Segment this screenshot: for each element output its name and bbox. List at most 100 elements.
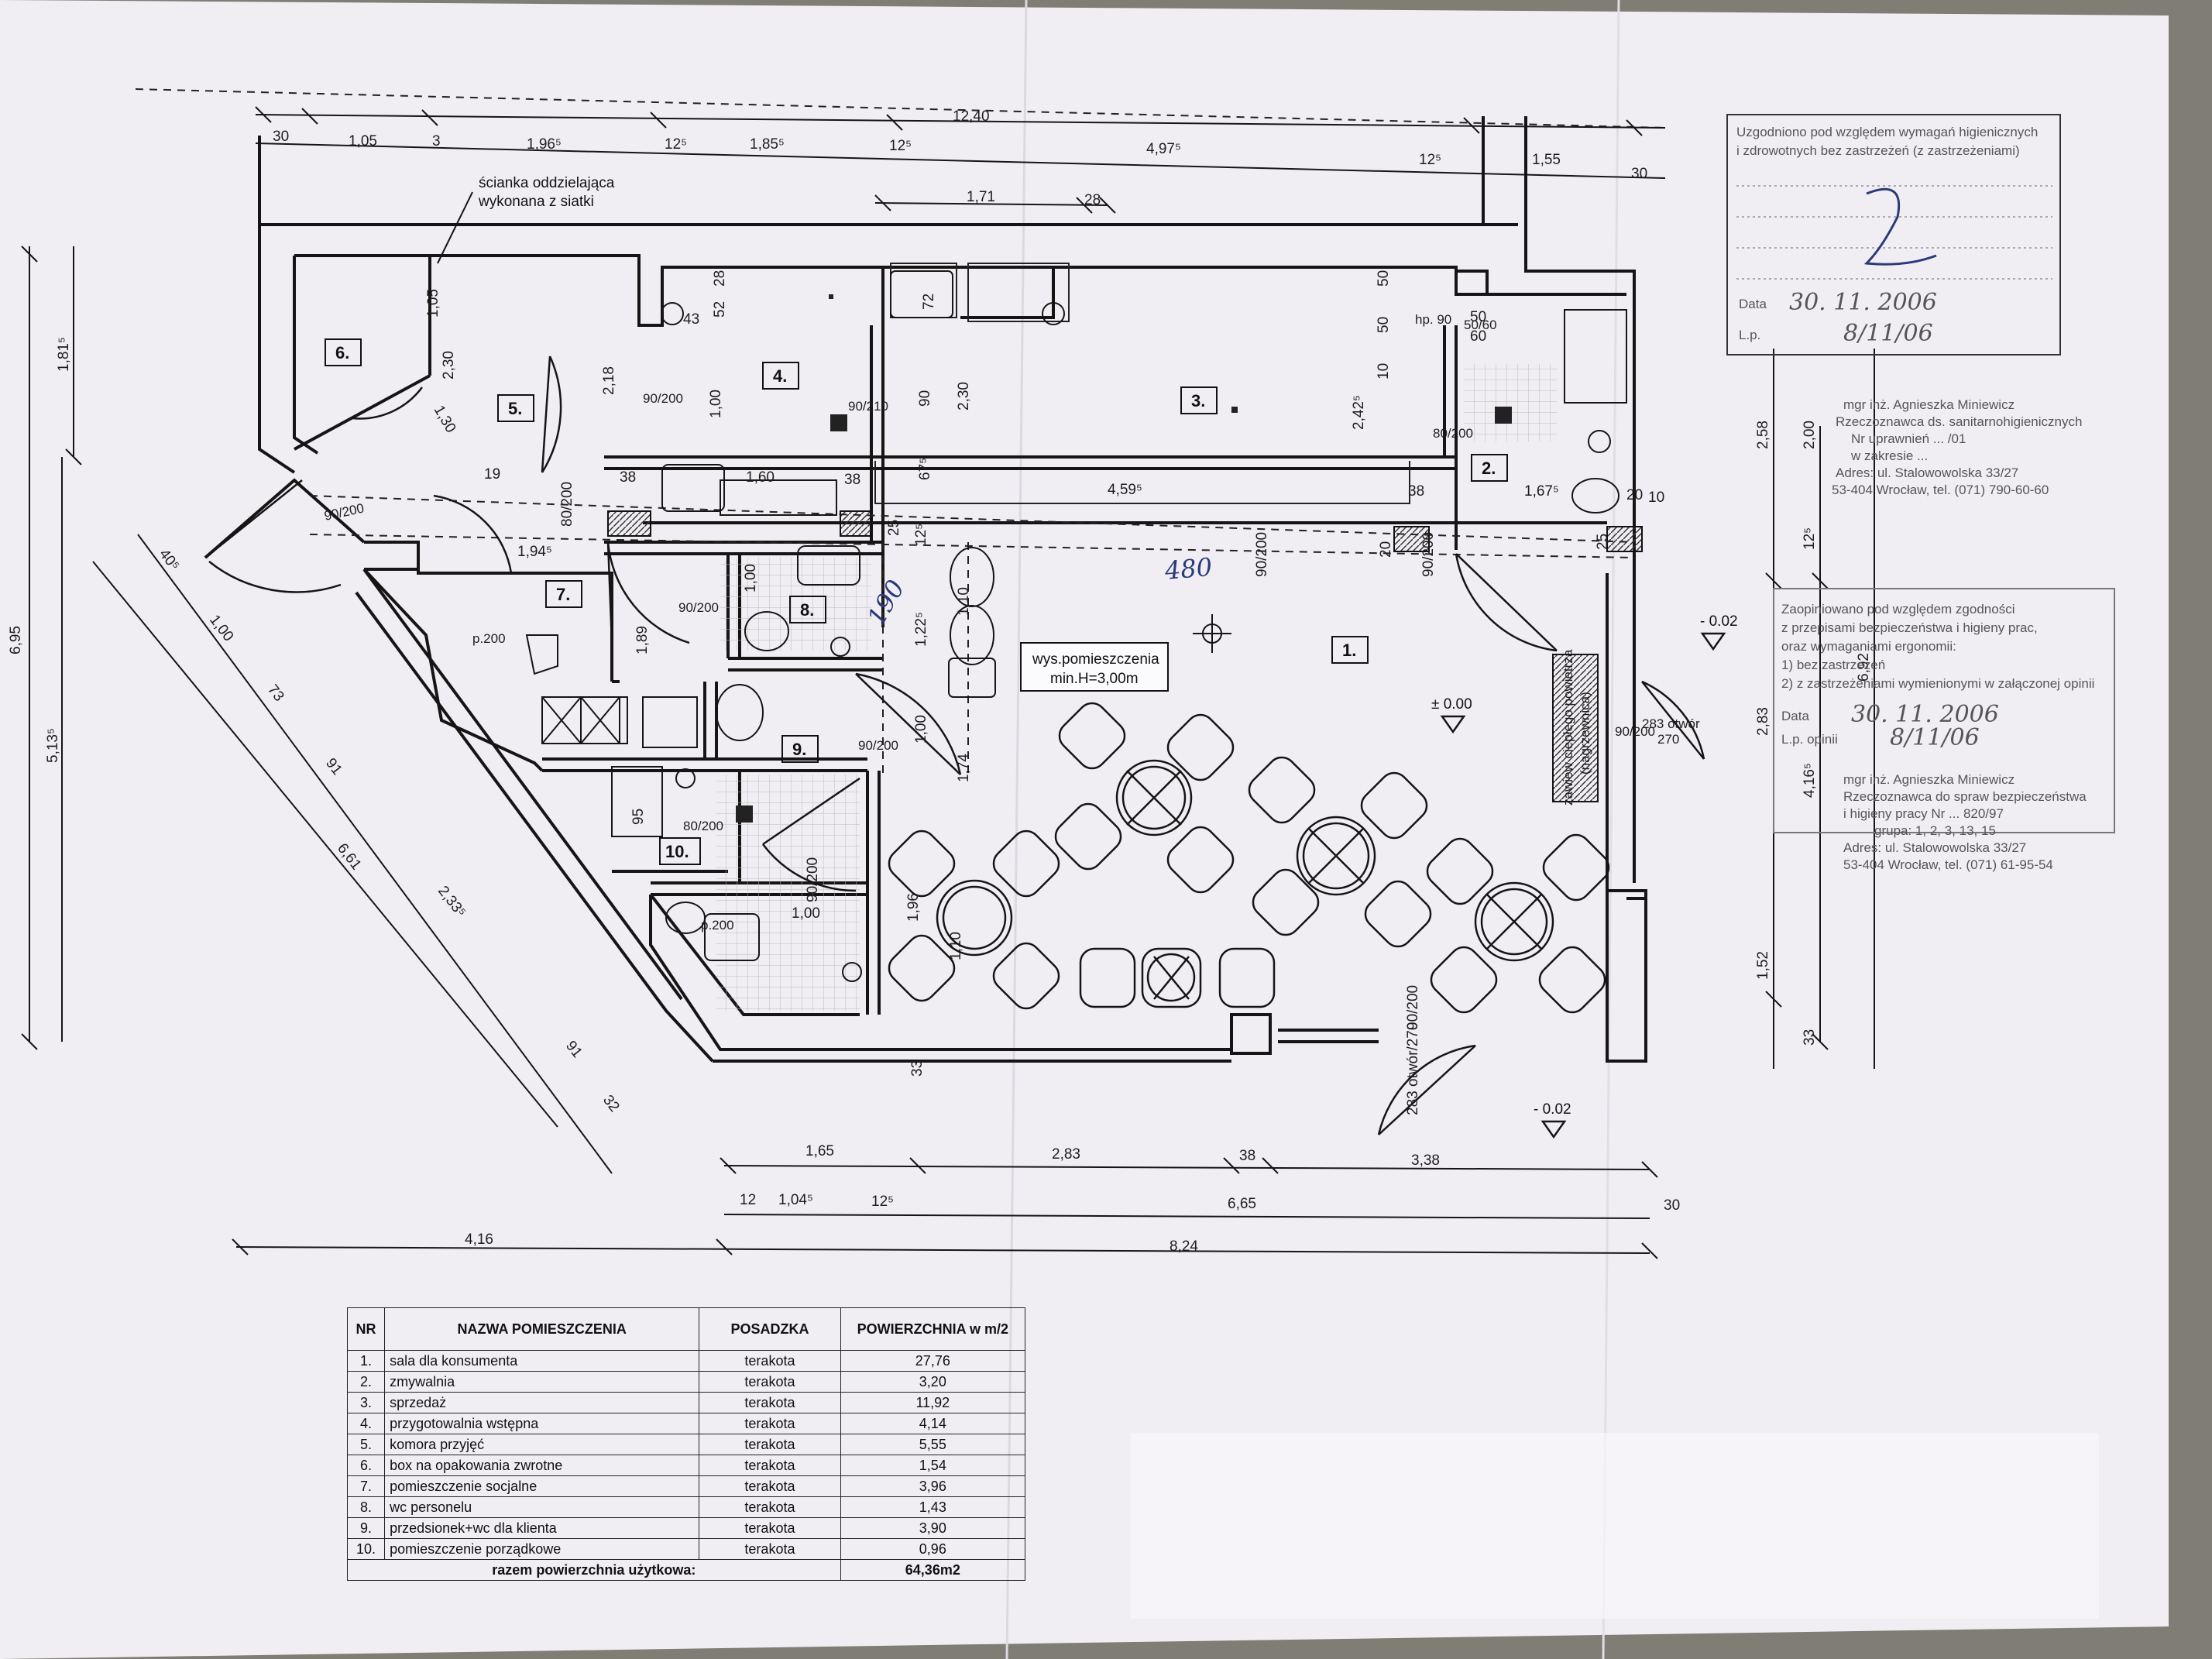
air-curtain-box [1552, 654, 1599, 802]
room-5-label: 5. [508, 399, 522, 418]
svg-text:1,10: 1,10 [948, 932, 964, 960]
svg-text:90/200: 90/200 [858, 738, 898, 753]
svg-text:5,13⁵: 5,13⁵ [45, 728, 61, 763]
svg-text:1,60: 1,60 [746, 469, 775, 486]
svg-text:1,05: 1,05 [425, 289, 441, 318]
stamp-scribble [1863, 187, 1937, 266]
svg-text:53-404 Wrocław, tel. (071) 61-: 53-404 Wrocław, tel. (071) 61-95-54 [1843, 857, 2053, 872]
svg-text:2,58: 2,58 [1755, 421, 1771, 449]
svg-text:grupa: 1, 2, 3, 13, 15: grupa: 1, 2, 3, 13, 15 [1874, 823, 1996, 838]
svg-text:12: 12 [740, 1192, 756, 1208]
svg-text:6,95: 6,95 [8, 626, 24, 654]
room-3-label: 3. [1191, 391, 1205, 410]
svg-text:min.H=3,00m: min.H=3,00m [1050, 671, 1139, 687]
svg-text:80/200: 80/200 [683, 819, 723, 833]
svg-text:6,65: 6,65 [1228, 1196, 1256, 1212]
fixtures [525, 270, 1627, 982]
svg-text:2,30: 2,30 [441, 351, 457, 380]
svg-text:Adres: ul. Stalowowolska 33/27: Adres: ul. Stalowowolska 33/27 [1843, 840, 2026, 855]
svg-text:8/11/06: 8/11/06 [1843, 320, 1933, 347]
svg-text:10: 10 [1648, 489, 1664, 506]
svg-text:Data: Data [1739, 297, 1767, 311]
svg-text:90/210: 90/210 [848, 399, 888, 414]
room-2-label: 2. [1482, 459, 1496, 478]
inner-dimension-labels: 1,60 38 4,59⁵ 38 1,67⁵ 20 10 1,94⁵ 1,00 … [425, 270, 1664, 1077]
svg-text:1,00: 1,00 [743, 564, 759, 592]
shower-labels: p.200 p.200 [472, 631, 734, 933]
room-labels: 1. 2. 3. 4. 5. 6. 7. 8. 9. 10. [325, 338, 1508, 865]
svg-text:12⁵: 12⁵ [871, 1194, 894, 1210]
furniture [888, 702, 1610, 1014]
room-7-label: 7. [556, 585, 570, 604]
approval-stamp-hygiene: Uzgodniono pod względem wymagań higienic… [1726, 114, 2082, 497]
svg-text:Nr uprawnień ... /01: Nr uprawnień ... /01 [1851, 431, 1966, 446]
svg-text:90/200: 90/200 [643, 391, 683, 406]
svg-text:2,83: 2,83 [1052, 1146, 1080, 1163]
col-nr: NR [346, 1307, 386, 1351]
svg-text:52: 52 [712, 301, 728, 318]
svg-text:wys.pomieszczenia: wys.pomieszczenia [1032, 651, 1159, 668]
svg-text:4,16⁵: 4,16⁵ [1802, 763, 1818, 798]
svg-text:10: 10 [1376, 363, 1392, 380]
svg-text:1) bez zastrzeżeń: 1) bez zastrzeżeń [1781, 658, 1885, 672]
col-area: POWIERZCHNIA w m/2 [840, 1307, 1026, 1351]
svg-text:± 0.00: ± 0.00 [1431, 696, 1472, 713]
svg-text:i zdrowotnych bez zastrzeżeń (: i zdrowotnych bez zastrzeżeń (z zastrzeż… [1736, 143, 2020, 158]
svg-text:L.p. opinii: L.p. opinii [1781, 732, 1838, 747]
svg-text:Uzgodniono pod względem wymaga: Uzgodniono pod względem wymagań higienic… [1736, 125, 2038, 139]
room-legend-table: NR NAZWA POMIESZCZENIA POSADZKA POWIERZC… [346, 1307, 1026, 1581]
door-swings [204, 356, 1705, 1135]
svg-text:95: 95 [630, 809, 647, 825]
svg-text:1,04⁵: 1,04⁵ [778, 1192, 813, 1208]
dimension-ticks [21, 106, 1829, 1259]
room-8-label: 8. [800, 600, 814, 620]
svg-text:1,89: 1,89 [634, 626, 651, 654]
svg-text:80/200: 80/200 [1433, 426, 1473, 441]
dimension-lines [29, 114, 1875, 1254]
room-6-label: 6. [335, 343, 349, 362]
dim-top: 1,96⁵ [527, 136, 562, 153]
svg-text:1,00: 1,00 [792, 905, 820, 922]
total-value: 64,36m2 [840, 1559, 1026, 1581]
room-9-label: 9. [792, 740, 806, 759]
svg-text:i higieny pracy Nr ... 820/97: i higieny pracy Nr ... 820/97 [1843, 806, 2004, 821]
svg-text:L.p.: L.p. [1739, 328, 1760, 342]
room-1-label: 1. [1342, 641, 1356, 660]
svg-text:(nagrzewnica): (nagrzewnica) [1578, 692, 1592, 775]
svg-text:8/11/06: 8/11/06 [1890, 724, 1980, 751]
svg-text:2,18: 2,18 [601, 366, 617, 395]
svg-text:1,74: 1,74 [956, 754, 972, 782]
svg-text:20: 20 [1626, 487, 1643, 503]
col-name: NAZWA POMIESZCZENIA [384, 1307, 700, 1351]
crosshair-symbols [1193, 614, 1231, 653]
dim-total: 12,40 [953, 108, 990, 125]
svg-text:33: 33 [909, 1060, 926, 1077]
svg-text:33: 33 [1802, 1029, 1818, 1046]
svg-text:53-404 Wrocław, tel. (071) 790: 53-404 Wrocław, tel. (071) 790-60-60 [1832, 483, 2049, 497]
left-dimension-labels: 6,95 1,81⁵ 5,13⁵ [8, 337, 72, 763]
svg-text:4,59⁵: 4,59⁵ [1108, 482, 1142, 498]
svg-text:1,22⁵: 1,22⁵ [913, 612, 929, 647]
svg-text:28: 28 [712, 270, 728, 287]
total-label: razem powierzchnia użytkowa: [347, 1559, 841, 1581]
svg-text:1,96: 1,96 [905, 893, 922, 922]
svg-text:2,30: 2,30 [956, 382, 972, 410]
svg-text:90/200: 90/200 [1254, 532, 1270, 577]
svg-text:Data: Data [1781, 709, 1809, 723]
opening-label: 283 otwór 270 [1642, 716, 1700, 747]
svg-text:19: 19 [484, 466, 500, 483]
dim-top: 3 [432, 133, 441, 149]
svg-text:1,00: 1,00 [708, 390, 724, 418]
svg-text:1,52: 1,52 [1755, 951, 1771, 980]
light-glare [1131, 1433, 2099, 1619]
top-dimension-labels: 12,40 30 1,05 3 1,96⁵ 12⁵ 1,85⁵ 12⁵ 4,97… [273, 108, 1647, 208]
svg-text:90/200: 90/200 [805, 857, 821, 902]
svg-text:Zaopiniowano pod względem zgod: Zaopiniowano pod względem zgodności [1781, 602, 2014, 617]
dim-top: 1,85⁵ [750, 136, 785, 153]
svg-text:1,81⁵: 1,81⁵ [56, 337, 72, 372]
approval-stamp-safety: Zaopiniowano pod względem zgodności z pr… [1773, 588, 2115, 872]
